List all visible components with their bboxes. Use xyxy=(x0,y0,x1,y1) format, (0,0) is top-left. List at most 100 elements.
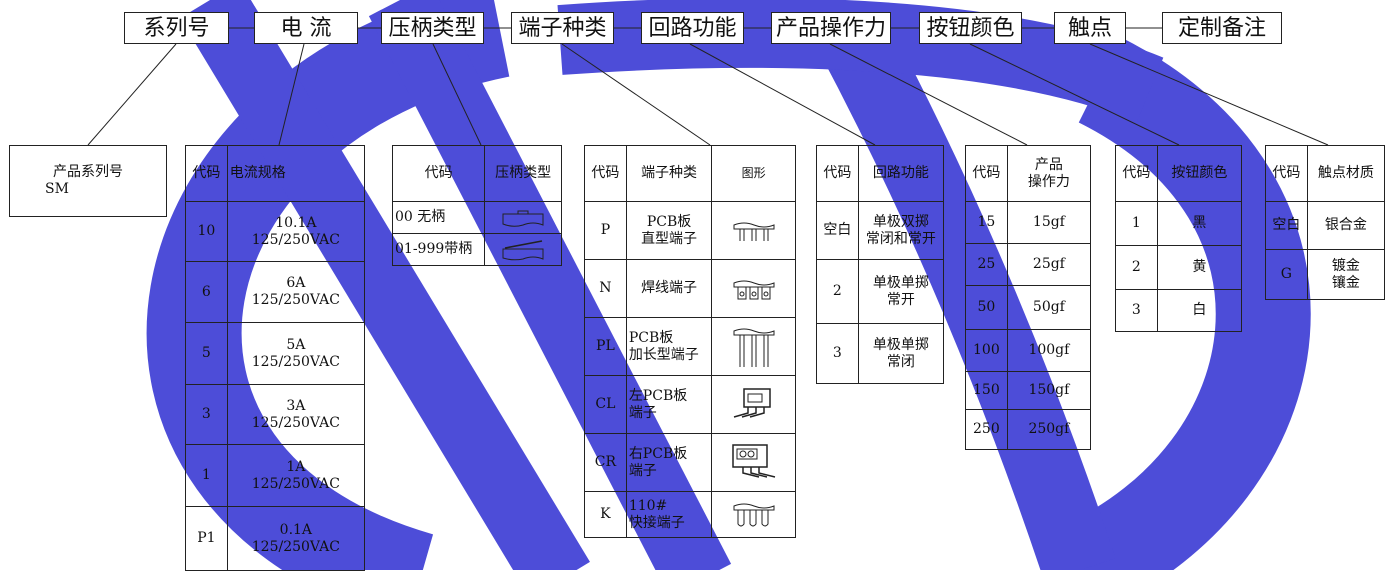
function-line: 常闭和常开 xyxy=(865,230,936,247)
material-cell: 镀金镶金 xyxy=(1306,249,1386,300)
value-cell: 白 xyxy=(1156,289,1243,332)
type-cell: 110#快接端子 xyxy=(625,491,713,538)
code-cell: 01-999带柄 xyxy=(391,233,486,266)
material-line: 镀金 xyxy=(1331,257,1360,274)
quick-connect-terminal-icon xyxy=(733,503,775,526)
header-line: 产品 xyxy=(1034,156,1063,173)
function-cell: 单极单掷常闭 xyxy=(857,323,945,384)
icon-cell xyxy=(711,433,796,492)
table-row: N 焊线端子 xyxy=(584,259,796,318)
table-header-row: 代码 按钮颜色 xyxy=(1115,145,1243,202)
code-cell: 00 无柄 xyxy=(391,201,486,234)
header-contact: 触点 xyxy=(1054,12,1126,44)
value-cell: 15gf xyxy=(1006,201,1092,244)
code-cell: 5 xyxy=(185,322,228,385)
header-cell: 代码 xyxy=(1115,145,1158,202)
header-cell: 代码 xyxy=(185,145,228,202)
volt-text: 125/250VAC xyxy=(251,353,340,370)
type-line: 快接端子 xyxy=(628,514,685,531)
volt-text: 125/250VAC xyxy=(251,475,340,492)
right-pcb-terminal-icon xyxy=(731,443,775,478)
table-row: 3 白 xyxy=(1115,289,1243,332)
volt-text: 125/250VAC xyxy=(251,231,340,248)
table-row: CL 左PCB板端子 xyxy=(584,375,796,434)
code-cell: 250 xyxy=(965,409,1008,450)
amp-text: 5A xyxy=(286,336,306,353)
table-row: 250 250gf xyxy=(965,409,1092,450)
value-cell: 25gf xyxy=(1006,243,1092,286)
material-line: 银合金 xyxy=(1324,217,1367,233)
table-header-row: 代码 电流规格 xyxy=(185,145,366,202)
code-cell: 3 xyxy=(185,384,228,445)
code-cell: PL xyxy=(584,317,627,376)
code-cell: CR xyxy=(584,433,627,492)
value-cell: 150gf xyxy=(1006,371,1092,410)
type-line: 端子 xyxy=(628,404,657,421)
type-cell: 焊线端子 xyxy=(625,259,713,318)
header-line: 操作力 xyxy=(1027,173,1070,190)
header-operating-force: 产品操作力 xyxy=(771,12,891,44)
header-button-color: 按钮颜色 xyxy=(919,12,1022,44)
table-row: G 镀金镶金 xyxy=(1265,249,1386,300)
table-row: 150 150gf xyxy=(965,371,1092,410)
code-cell: 50 xyxy=(965,285,1008,330)
code-cell: 2 xyxy=(816,259,859,324)
volt-text: 125/250VAC xyxy=(251,538,340,555)
code-cell: 3 xyxy=(816,323,859,384)
value-cell: 50gf xyxy=(1006,285,1092,330)
type-line: 左PCB板 xyxy=(628,387,688,404)
table-row: 15 15gf xyxy=(965,201,1092,244)
table-row: 00 无柄 xyxy=(391,201,562,234)
volt-text: 125/250VAC xyxy=(251,292,340,308)
volt-text: 125/250VAC xyxy=(251,414,340,431)
code-cell: N xyxy=(584,259,627,318)
header-circuit-function: 回路功能 xyxy=(641,12,744,44)
amp-text: 10.1A xyxy=(275,214,317,231)
type-line: PCB板 xyxy=(646,213,692,230)
table-row: PL PCB板加长型端子 xyxy=(584,317,796,376)
handle-table: 代码 压柄类型 00 无柄 01-999带柄 xyxy=(391,145,562,266)
table-row: K 110#快接端子 xyxy=(584,491,796,538)
header-cell: 图形 xyxy=(711,145,796,202)
table-row: 2 单极单掷常开 xyxy=(816,259,945,324)
table-row: P PCB板直型端子 xyxy=(584,201,796,260)
function-cell: 单极单掷常开 xyxy=(857,259,945,324)
pcb-long-terminal-icon xyxy=(733,328,775,367)
header-cell: 触点材质 xyxy=(1306,145,1386,202)
header-cell: 电流规格 xyxy=(226,145,366,202)
header-cell: 代码 xyxy=(1265,145,1308,202)
function-cell: 单极双掷常闭和常开 xyxy=(857,201,945,260)
color-table: 代码 按钮颜色 1 黑 2 黄 3 白 xyxy=(1115,145,1243,332)
function-line: 常开 xyxy=(886,291,915,308)
type-line: 端子 xyxy=(628,462,657,479)
table-row: CR 右PCB板端子 xyxy=(584,433,796,492)
header-custom-note: 定制备注 xyxy=(1162,12,1282,44)
code-cell: 3 xyxy=(1115,289,1158,332)
function-line: 单极单掷 xyxy=(872,336,929,353)
solder-terminal-icon xyxy=(733,280,775,299)
value-cell: 250gf xyxy=(1006,409,1092,450)
type-line: 加长型端子 xyxy=(628,346,699,363)
table-row: 2 黄 xyxy=(1115,245,1243,290)
icon-cell xyxy=(711,491,796,538)
table-row: 25 25gf xyxy=(965,243,1092,286)
table-row: 1 黑 xyxy=(1115,201,1243,246)
table-row: 3 单极单掷常闭 xyxy=(816,323,945,384)
icon-cell xyxy=(711,201,796,260)
lever-icon xyxy=(502,239,544,260)
header-cell: 端子种类 xyxy=(625,145,713,202)
no-lever-icon xyxy=(502,210,544,227)
function-line: 常闭 xyxy=(886,353,915,370)
amp-text: 1A xyxy=(286,458,306,475)
header-handle-type: 压柄类型 xyxy=(381,12,484,44)
function-line: 单极双掷 xyxy=(872,213,929,230)
header-current: 电 流 xyxy=(254,12,358,44)
contact-table: 代码 触点材质 空白 银合金 G 镀金镶金 xyxy=(1265,145,1386,300)
